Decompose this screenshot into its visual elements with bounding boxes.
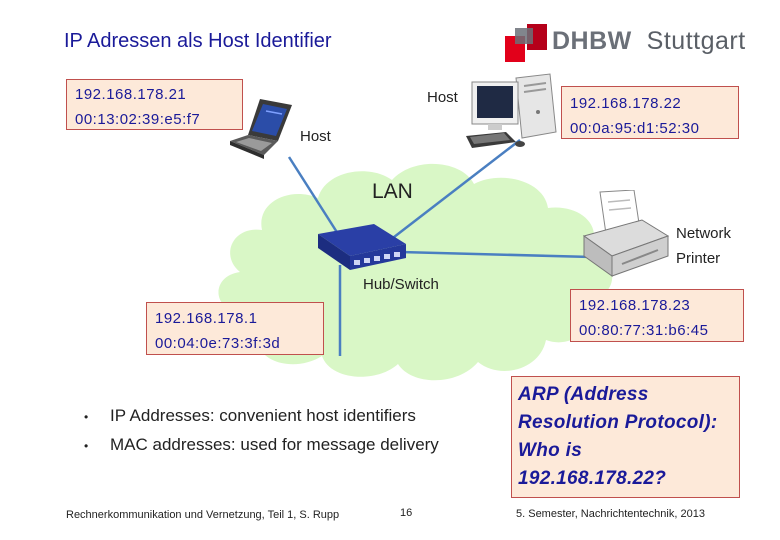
dhbw-logo-icon xyxy=(505,24,547,62)
link-laptop-hub xyxy=(287,156,342,238)
desktop-ip: 192.168.178.22 xyxy=(570,95,682,112)
printer-mac: 00:80:77:31:b6:45 xyxy=(579,322,709,339)
bullet-item: •MAC addresses: used for message deliver… xyxy=(84,435,439,454)
slide-title: IP Adressen als Host Identifier xyxy=(64,30,332,52)
router-ip: 192.168.178.1 xyxy=(155,310,258,327)
router-mac: 00:04:0e:73:3f:3d xyxy=(155,335,281,352)
logo-brand: DHBW xyxy=(552,27,632,55)
arp-note-box: ARP (Address Resolution Protocol): Who i… xyxy=(511,376,740,498)
desktop-computer-icon xyxy=(466,73,557,148)
footer-course: Rechnerkommunikation und Vernetzung, Tei… xyxy=(66,509,340,521)
printer-label-line2: Printer xyxy=(676,250,721,267)
laptop-icon xyxy=(230,99,292,159)
lan-label: LAN xyxy=(372,180,413,203)
printer-ip: 192.168.178.23 xyxy=(579,297,691,314)
printer-label-line1: Network xyxy=(676,225,732,242)
logo-wordmark: DHBW Stuttgart xyxy=(552,27,746,56)
logo-city: Stuttgart xyxy=(646,27,746,55)
hub-switch-label: Hub/Switch xyxy=(363,276,439,293)
printer-label: Network Printer xyxy=(676,221,731,271)
router-address-box: 192.168.178.1 00:04:0e:73:3f:3d xyxy=(146,302,324,355)
link-hub-printer xyxy=(399,250,593,259)
laptop-mac: 00:13:02:39:e5:f7 xyxy=(75,111,201,128)
bullet-text: MAC addresses: used for message delivery xyxy=(110,435,439,454)
laptop-ip: 192.168.178.21 xyxy=(75,86,187,103)
footer-semester: 5. Semester, Nachrichtentechnik, 2013 xyxy=(516,508,705,520)
footer-page-number: 16 xyxy=(400,507,413,519)
desktop-mac: 00:0a:95:d1:52:30 xyxy=(570,120,700,137)
desktop-host-label: Host xyxy=(427,89,458,106)
bullet-list: •IP Addresses: convenient host identifie… xyxy=(84,402,439,460)
network-printer-icon xyxy=(582,190,670,277)
printer-address-box: 192.168.178.23 00:80:77:31:b6:45 xyxy=(570,289,744,342)
bullet-item: •IP Addresses: convenient host identifie… xyxy=(84,406,416,425)
link-desktop-hub xyxy=(384,139,521,245)
laptop-host-label: Host xyxy=(300,128,331,145)
hub-switch-icon xyxy=(318,224,406,270)
desktop-address-box: 192.168.178.22 00:0a:95:d1:52:30 xyxy=(561,86,739,139)
laptop-address-box: 192.168.178.21 00:13:02:39:e5:f7 xyxy=(66,79,243,130)
bullet-text: IP Addresses: convenient host identifier… xyxy=(110,406,416,425)
